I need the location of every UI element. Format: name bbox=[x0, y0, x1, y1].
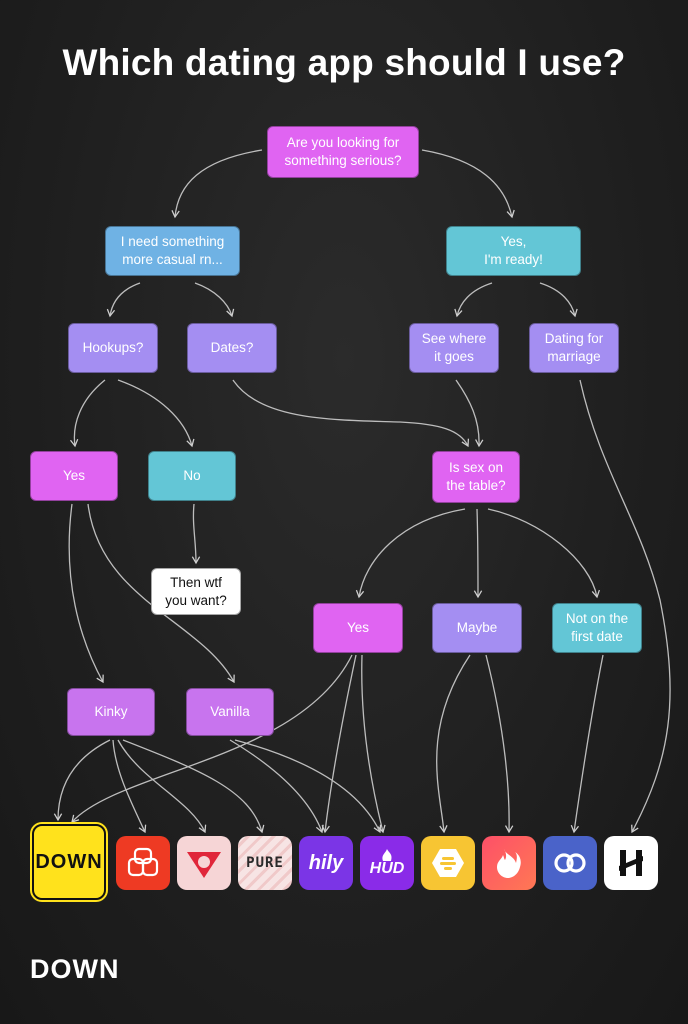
down-logo-text: DOWN bbox=[35, 850, 103, 873]
option-vanilla: Vanilla bbox=[186, 688, 274, 736]
option-yes-sex: Yes bbox=[313, 603, 403, 653]
connector bbox=[122, 739, 265, 834]
connector bbox=[579, 379, 671, 834]
option-then-wtf: Then wtf you want? bbox=[151, 568, 241, 615]
coffee-meets-bagel-app-icon bbox=[543, 836, 597, 890]
connector bbox=[234, 739, 382, 834]
hily-logo-text: hily bbox=[308, 851, 344, 874]
option-no-hookups: No bbox=[148, 451, 236, 501]
hinge-app-icon bbox=[604, 836, 658, 890]
hud-logo-text: HUD bbox=[369, 860, 405, 877]
connector bbox=[570, 654, 604, 834]
connector bbox=[355, 508, 466, 599]
connector bbox=[106, 282, 141, 318]
3fun-app-icon bbox=[177, 836, 231, 890]
pure-logo-text: PURE bbox=[246, 855, 284, 871]
down-app-icon: DOWN bbox=[32, 824, 106, 900]
connector bbox=[112, 739, 147, 834]
hud-app-icon: HUD bbox=[360, 836, 414, 890]
page-title: Which dating app should I use? bbox=[62, 42, 626, 83]
connector bbox=[487, 508, 600, 599]
connector bbox=[485, 654, 514, 834]
connector bbox=[194, 282, 235, 318]
bumble-app-icon bbox=[421, 836, 475, 890]
connector bbox=[69, 379, 106, 448]
option-dates: Dates? bbox=[187, 323, 277, 373]
question-sex-on-table: Is sex on the table? bbox=[432, 451, 520, 503]
option-hookups: Hookups? bbox=[68, 323, 158, 373]
connector bbox=[232, 379, 470, 448]
connector bbox=[71, 654, 353, 823]
option-ready: Yes, I'm ready! bbox=[446, 226, 581, 276]
tinder-app-icon bbox=[482, 836, 536, 890]
connector bbox=[421, 149, 515, 219]
connector bbox=[539, 282, 578, 318]
question-serious: Are you looking for something serious? bbox=[267, 126, 419, 178]
connector bbox=[455, 379, 484, 448]
option-not-first-date: Not on the first date bbox=[552, 603, 642, 653]
pure-app-icon: PURE bbox=[238, 836, 292, 890]
option-casual: I need something more casual rn... bbox=[105, 226, 240, 276]
option-marriage: Dating for marriage bbox=[529, 323, 619, 373]
connector bbox=[68, 503, 104, 684]
connector bbox=[473, 508, 483, 599]
option-kinky: Kinky bbox=[67, 688, 155, 736]
flame-icon bbox=[382, 849, 392, 861]
feeld-app-icon bbox=[116, 836, 170, 890]
connector bbox=[117, 739, 207, 834]
connector bbox=[53, 739, 111, 822]
option-see-where: See where it goes bbox=[409, 323, 499, 373]
option-maybe: Maybe bbox=[432, 603, 522, 653]
hily-app-icon: hily bbox=[299, 836, 353, 890]
option-yes-hookups: Yes bbox=[30, 451, 118, 501]
connector bbox=[171, 149, 263, 219]
connector bbox=[436, 654, 471, 834]
brand-logo: DOWN bbox=[30, 954, 120, 984]
connector bbox=[454, 282, 493, 318]
connector bbox=[191, 503, 201, 565]
connector bbox=[229, 739, 324, 834]
connector bbox=[321, 654, 357, 834]
connector bbox=[361, 654, 386, 834]
connector bbox=[117, 379, 195, 448]
